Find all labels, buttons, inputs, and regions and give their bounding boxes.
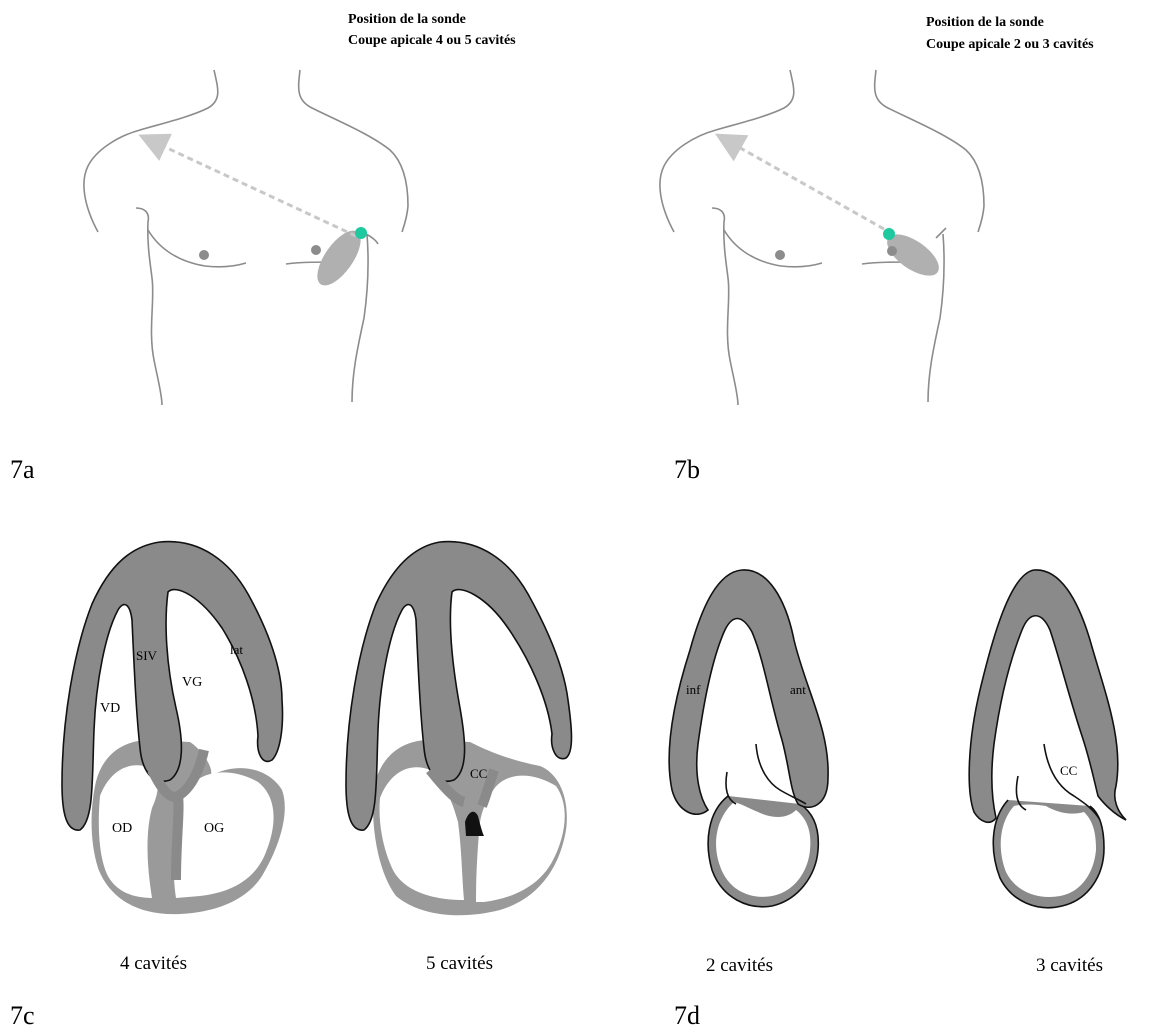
panel-7b-title-line1: Position de la sonde bbox=[926, 15, 1044, 30]
caption-4-cavites: 4 cavités bbox=[120, 953, 187, 974]
label-og: OG bbox=[204, 821, 224, 836]
heart-3-chambers: CC bbox=[969, 570, 1126, 908]
label-vd: VD bbox=[100, 701, 120, 716]
panel-7b-title-line2: Coupe apicale 2 ou 3 cavités bbox=[926, 37, 1094, 52]
label-siv: SIV bbox=[136, 648, 158, 663]
direction-arrow-7a bbox=[152, 141, 356, 236]
probe-marker-7a bbox=[355, 227, 367, 239]
panel-7a-title-line1: Position de la sonde bbox=[348, 12, 466, 27]
panel-7b: Position de la sonde Coupe apicale 2 ou … bbox=[660, 15, 1094, 405]
caption-2-cavites: 2 cavités bbox=[706, 955, 773, 976]
heart-2-chambers: inf ant bbox=[669, 570, 828, 907]
heart-5-chambers: CC bbox=[346, 542, 572, 916]
label-inf: inf bbox=[686, 682, 701, 697]
panel-7a: Position de la sonde Coupe apicale 4 ou … bbox=[84, 12, 516, 405]
caption-3-cavites: 3 cavités bbox=[1036, 955, 1103, 976]
nipple-right-7a bbox=[311, 245, 321, 255]
heart-4-chambers: SIV lat VD VG OD OG bbox=[62, 542, 285, 915]
left-atrium-cavity-3c bbox=[1001, 805, 1096, 898]
label-cc-3c: CC bbox=[1060, 763, 1077, 778]
direction-arrow-7b bbox=[728, 141, 884, 229]
nipple-left-7a bbox=[199, 250, 209, 260]
label-7c: 7c bbox=[10, 1001, 35, 1030]
ventricular-wall-3c bbox=[969, 570, 1126, 822]
probe-marker-7b bbox=[883, 228, 895, 240]
torso-outline-7b bbox=[660, 70, 984, 405]
panel-7a-title-line2: Coupe apicale 4 ou 5 cavités bbox=[348, 33, 516, 48]
caption-5-cavites: 5 cavités bbox=[426, 953, 493, 974]
label-od: OD bbox=[112, 821, 132, 836]
label-7b: 7b bbox=[674, 455, 700, 484]
label-vg: VG bbox=[182, 675, 202, 690]
label-cc-5c: CC bbox=[470, 766, 487, 781]
label-7d: 7d bbox=[674, 1001, 700, 1030]
nipple-right-7b bbox=[887, 246, 897, 256]
nipple-left-7b bbox=[775, 250, 785, 260]
label-7a: 7a bbox=[10, 455, 35, 484]
label-ant: ant bbox=[790, 682, 806, 697]
label-lat: lat bbox=[230, 642, 243, 657]
